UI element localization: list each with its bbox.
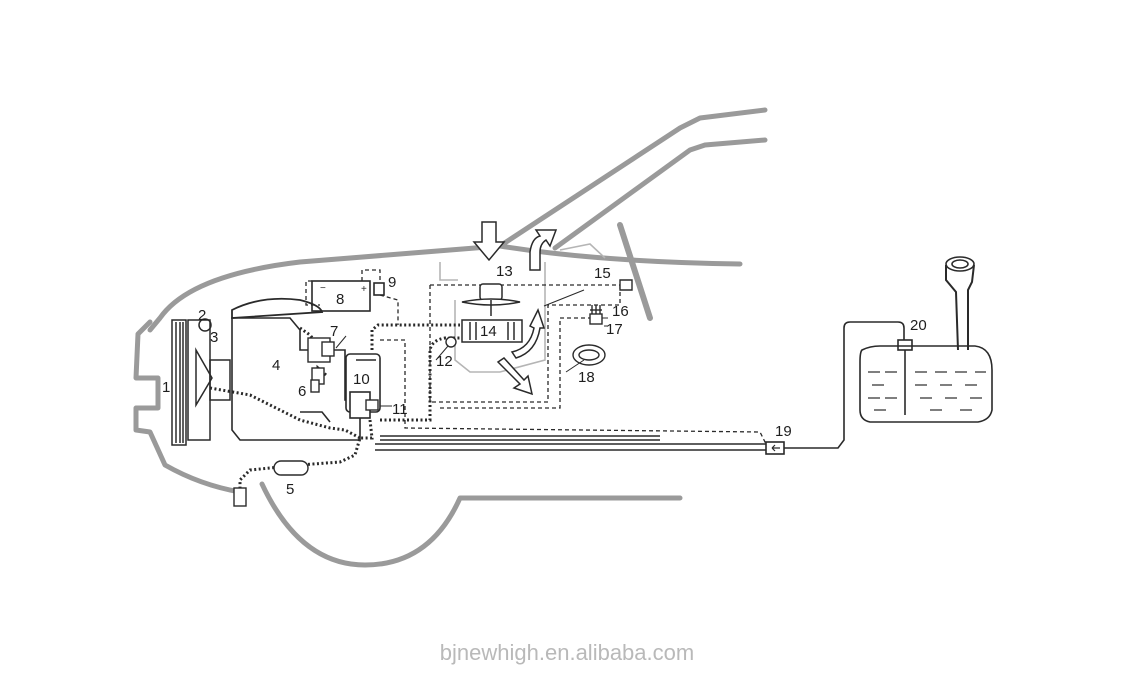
callout-6: 6	[298, 383, 306, 400]
blower-fan	[461, 283, 521, 316]
callout-12: 12	[436, 353, 453, 370]
watermark: bjnewhigh.en.alibaba.com	[439, 640, 695, 665]
callout-8: 8	[336, 291, 344, 308]
battery: − +	[311, 280, 385, 312]
dashboard-outline	[439, 243, 606, 373]
callout-10: 10	[353, 371, 370, 388]
callout-19: 19	[775, 423, 792, 440]
callout-5: 5	[286, 481, 294, 498]
heat-exchanger	[461, 319, 523, 343]
callout-11: 11	[392, 401, 408, 418]
callout-15: 15	[594, 265, 611, 282]
coolant-hoses	[209, 323, 460, 500]
callout-13: 13	[496, 263, 513, 280]
fuel-tank	[859, 256, 993, 423]
fuel-line	[375, 321, 905, 451]
car-body-outline	[133, 107, 768, 568]
wiring	[305, 269, 767, 445]
callout-7: 7	[330, 323, 338, 340]
callout-4: 4	[272, 357, 280, 374]
hose-sleeves	[233, 337, 331, 507]
callout-9: 9	[388, 274, 396, 291]
dosing-pump	[765, 441, 785, 455]
heater-unit	[345, 353, 381, 419]
engine	[231, 297, 361, 441]
callout-18: 18	[578, 369, 595, 386]
sensor-parts	[310, 279, 633, 411]
callout-1: 1	[162, 379, 170, 396]
callout-2: 2	[198, 307, 206, 324]
callout-16: 16	[612, 303, 629, 320]
air-flow-arrows	[472, 221, 558, 396]
callout-3: 3	[210, 329, 218, 346]
callout-labels: 1 2 3 4 5 6 7 8 9 10 11 12 13 14 15 16 1…	[162, 263, 927, 498]
callout-17: 17	[606, 321, 623, 338]
svg-text:+: +	[361, 284, 367, 295]
radiator	[171, 318, 231, 446]
svg-text:−: −	[320, 283, 326, 294]
leader-lines	[335, 289, 608, 407]
callout-20: 20	[910, 317, 927, 334]
callout-14: 14	[480, 323, 497, 340]
